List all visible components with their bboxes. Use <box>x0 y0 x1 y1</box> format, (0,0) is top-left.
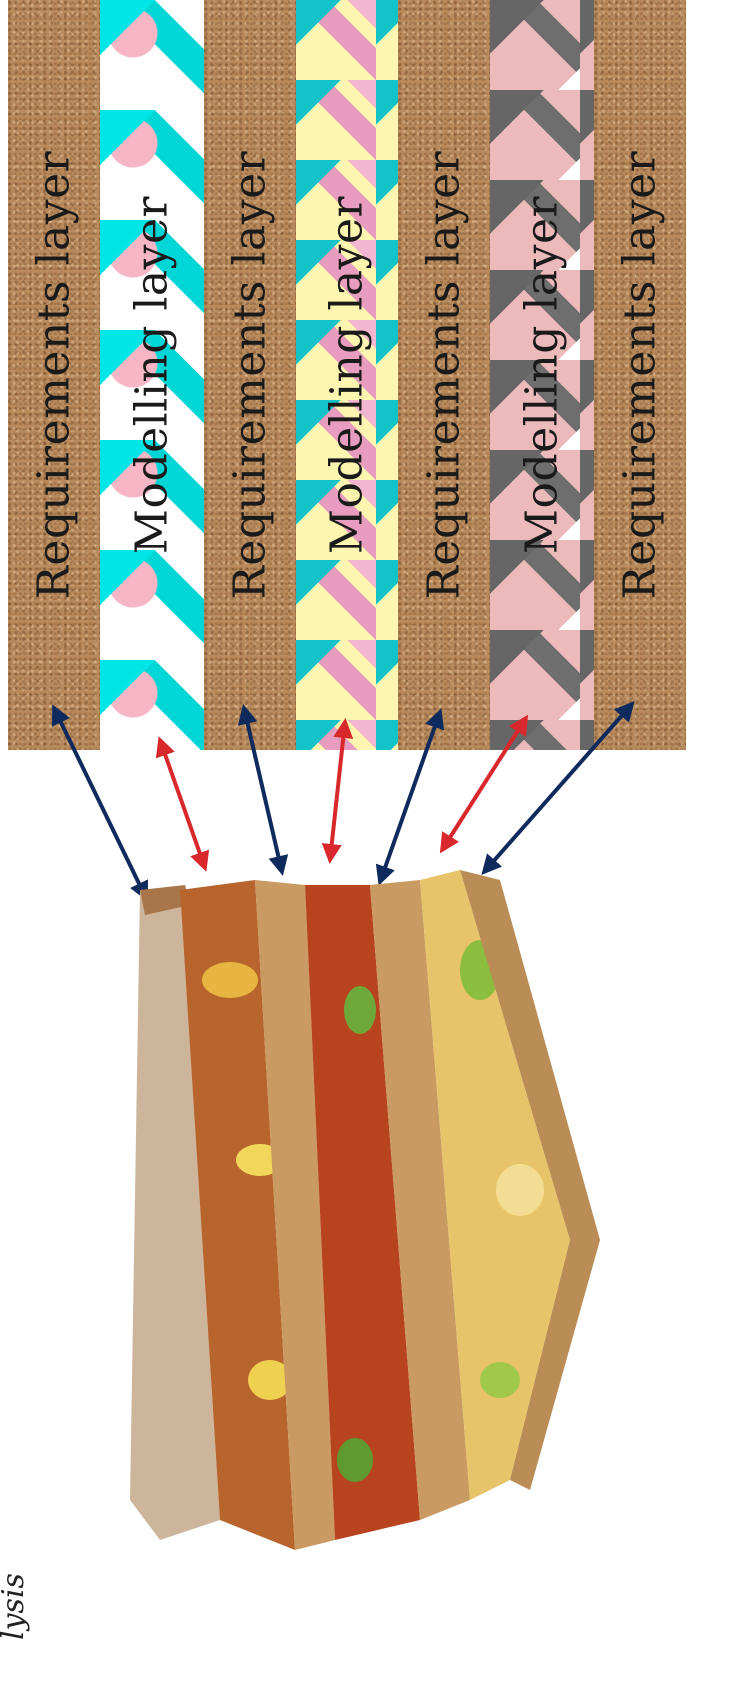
modelling-arrow <box>160 740 205 868</box>
modelling-arrow <box>330 722 345 860</box>
requirements-arrow <box>484 704 632 872</box>
layered-sandwich-image <box>120 860 700 1560</box>
requirements-arrow <box>380 712 440 882</box>
corner-script-text: lysis <box>0 1573 31 1640</box>
modelling-arrow <box>442 718 526 850</box>
requirements-arrow <box>244 708 282 872</box>
